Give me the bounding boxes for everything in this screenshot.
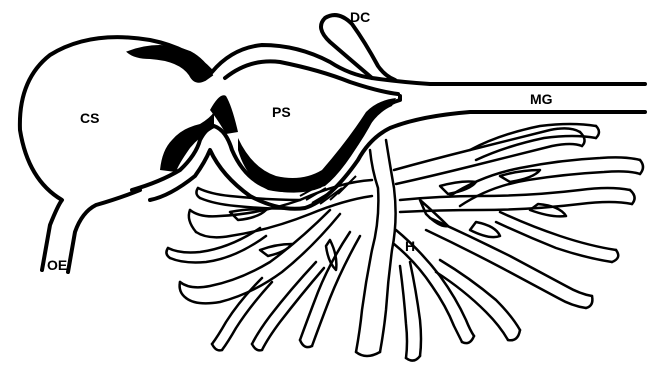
stomach-outer-wall bbox=[20, 37, 645, 270]
label-dc: DC bbox=[350, 9, 370, 25]
label-h: H bbox=[405, 238, 415, 254]
oesophagus-inner-wall bbox=[68, 190, 140, 272]
stomach-roof-cuticle bbox=[128, 46, 212, 82]
label-cs: CS bbox=[80, 110, 99, 126]
label-ps: PS bbox=[272, 104, 291, 120]
label-oe: OE bbox=[47, 257, 67, 273]
label-mg: MG bbox=[530, 91, 553, 107]
pyloric-lining bbox=[238, 98, 396, 192]
